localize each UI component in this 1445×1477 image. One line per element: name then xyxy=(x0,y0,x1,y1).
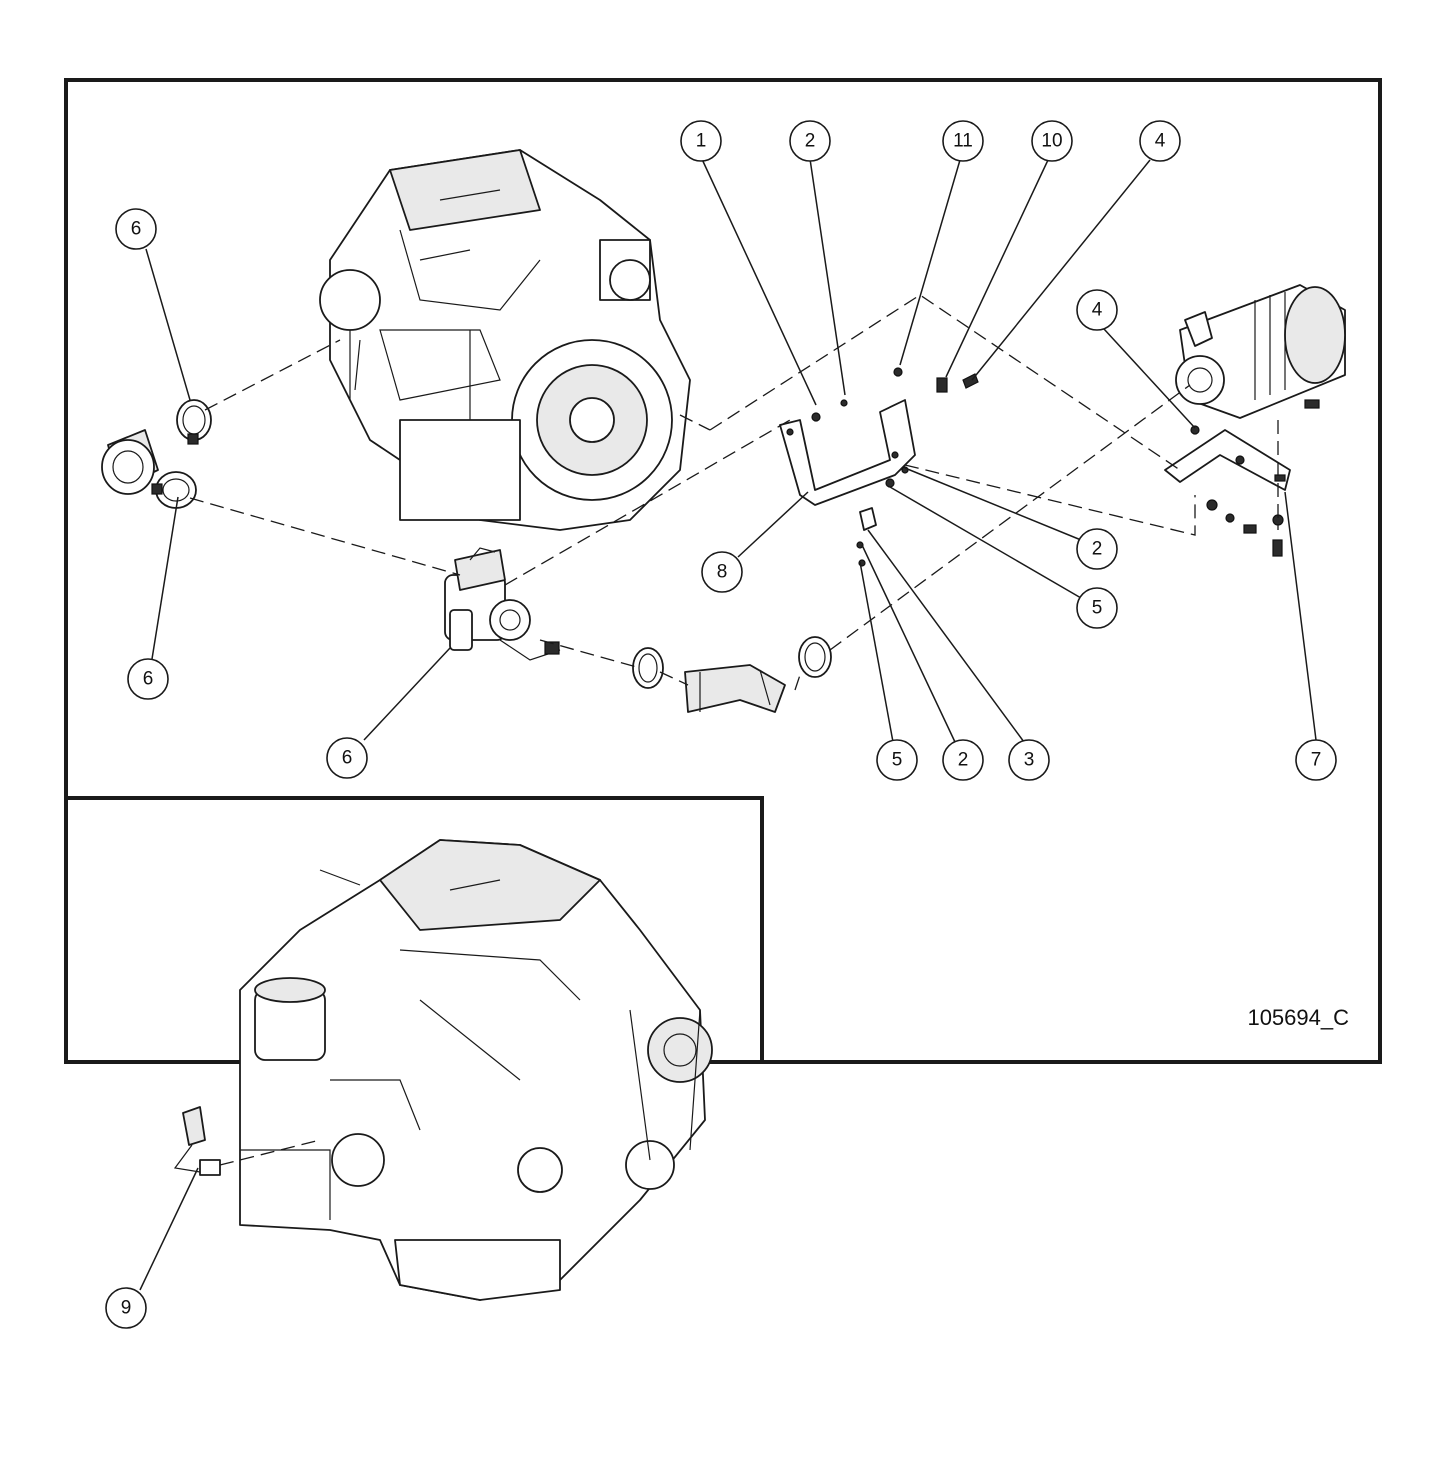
callout-4: 4 xyxy=(1076,289,1118,331)
hose-clamp-mid-left xyxy=(632,647,664,689)
callout-label: 9 xyxy=(121,1298,132,1319)
callout-1: 1 xyxy=(680,120,722,162)
temperature-sensor xyxy=(173,1106,321,1176)
callout-6: 6 xyxy=(326,737,368,779)
callout-5: 5 xyxy=(876,739,918,781)
callout-label: 4 xyxy=(1155,131,1166,152)
callout-9: 9 xyxy=(105,1287,147,1329)
air-filter-housing xyxy=(444,547,561,661)
hose-elbow xyxy=(101,429,159,495)
callout-label: 10 xyxy=(1041,131,1062,152)
callout-label: 6 xyxy=(143,669,154,690)
callout-label: 8 xyxy=(717,562,728,583)
hose-clamp-mid-right xyxy=(798,636,832,678)
callout-3: 3 xyxy=(1008,739,1050,781)
callout-2: 2 xyxy=(789,120,831,162)
callout-2: 2 xyxy=(1076,528,1118,570)
callout-label: 6 xyxy=(342,748,353,769)
callout-7: 7 xyxy=(1295,739,1337,781)
hose-clamp-lower xyxy=(151,471,197,509)
callout-label: 3 xyxy=(1024,750,1035,771)
engine-inset xyxy=(239,839,713,1301)
air-cleaner-bracket xyxy=(1164,425,1291,557)
callout-6: 6 xyxy=(127,658,169,700)
callout-11: 11 xyxy=(942,120,984,162)
air-cleaner xyxy=(1175,284,1346,419)
intake-hose xyxy=(684,664,786,713)
callout-label: 2 xyxy=(958,750,969,771)
outer-frame xyxy=(64,78,1382,1064)
callout-label: 5 xyxy=(892,750,903,771)
inset-frame xyxy=(66,796,764,1062)
callout-label: 2 xyxy=(1092,539,1103,560)
callout-label: 7 xyxy=(1311,750,1322,771)
callout-8: 8 xyxy=(701,551,743,593)
callout-label: 4 xyxy=(1092,300,1103,321)
callout-label: 1 xyxy=(696,131,707,152)
callout-10: 10 xyxy=(1031,120,1073,162)
callout-label: 6 xyxy=(131,219,142,240)
callout-label: 11 xyxy=(953,131,973,152)
callout-5: 5 xyxy=(1076,587,1118,629)
callout-label: 5 xyxy=(1092,598,1103,619)
callout-2: 2 xyxy=(942,739,984,781)
callout-6: 6 xyxy=(115,208,157,250)
leader-lines xyxy=(139,156,1317,1291)
figure-id: 105694_C xyxy=(1247,1005,1349,1030)
engine-main xyxy=(319,149,691,531)
hose-clamp-upper xyxy=(176,399,212,445)
mounting-bracket xyxy=(779,399,916,506)
callout-label: 2 xyxy=(805,131,816,152)
callout-4: 4 xyxy=(1139,120,1181,162)
